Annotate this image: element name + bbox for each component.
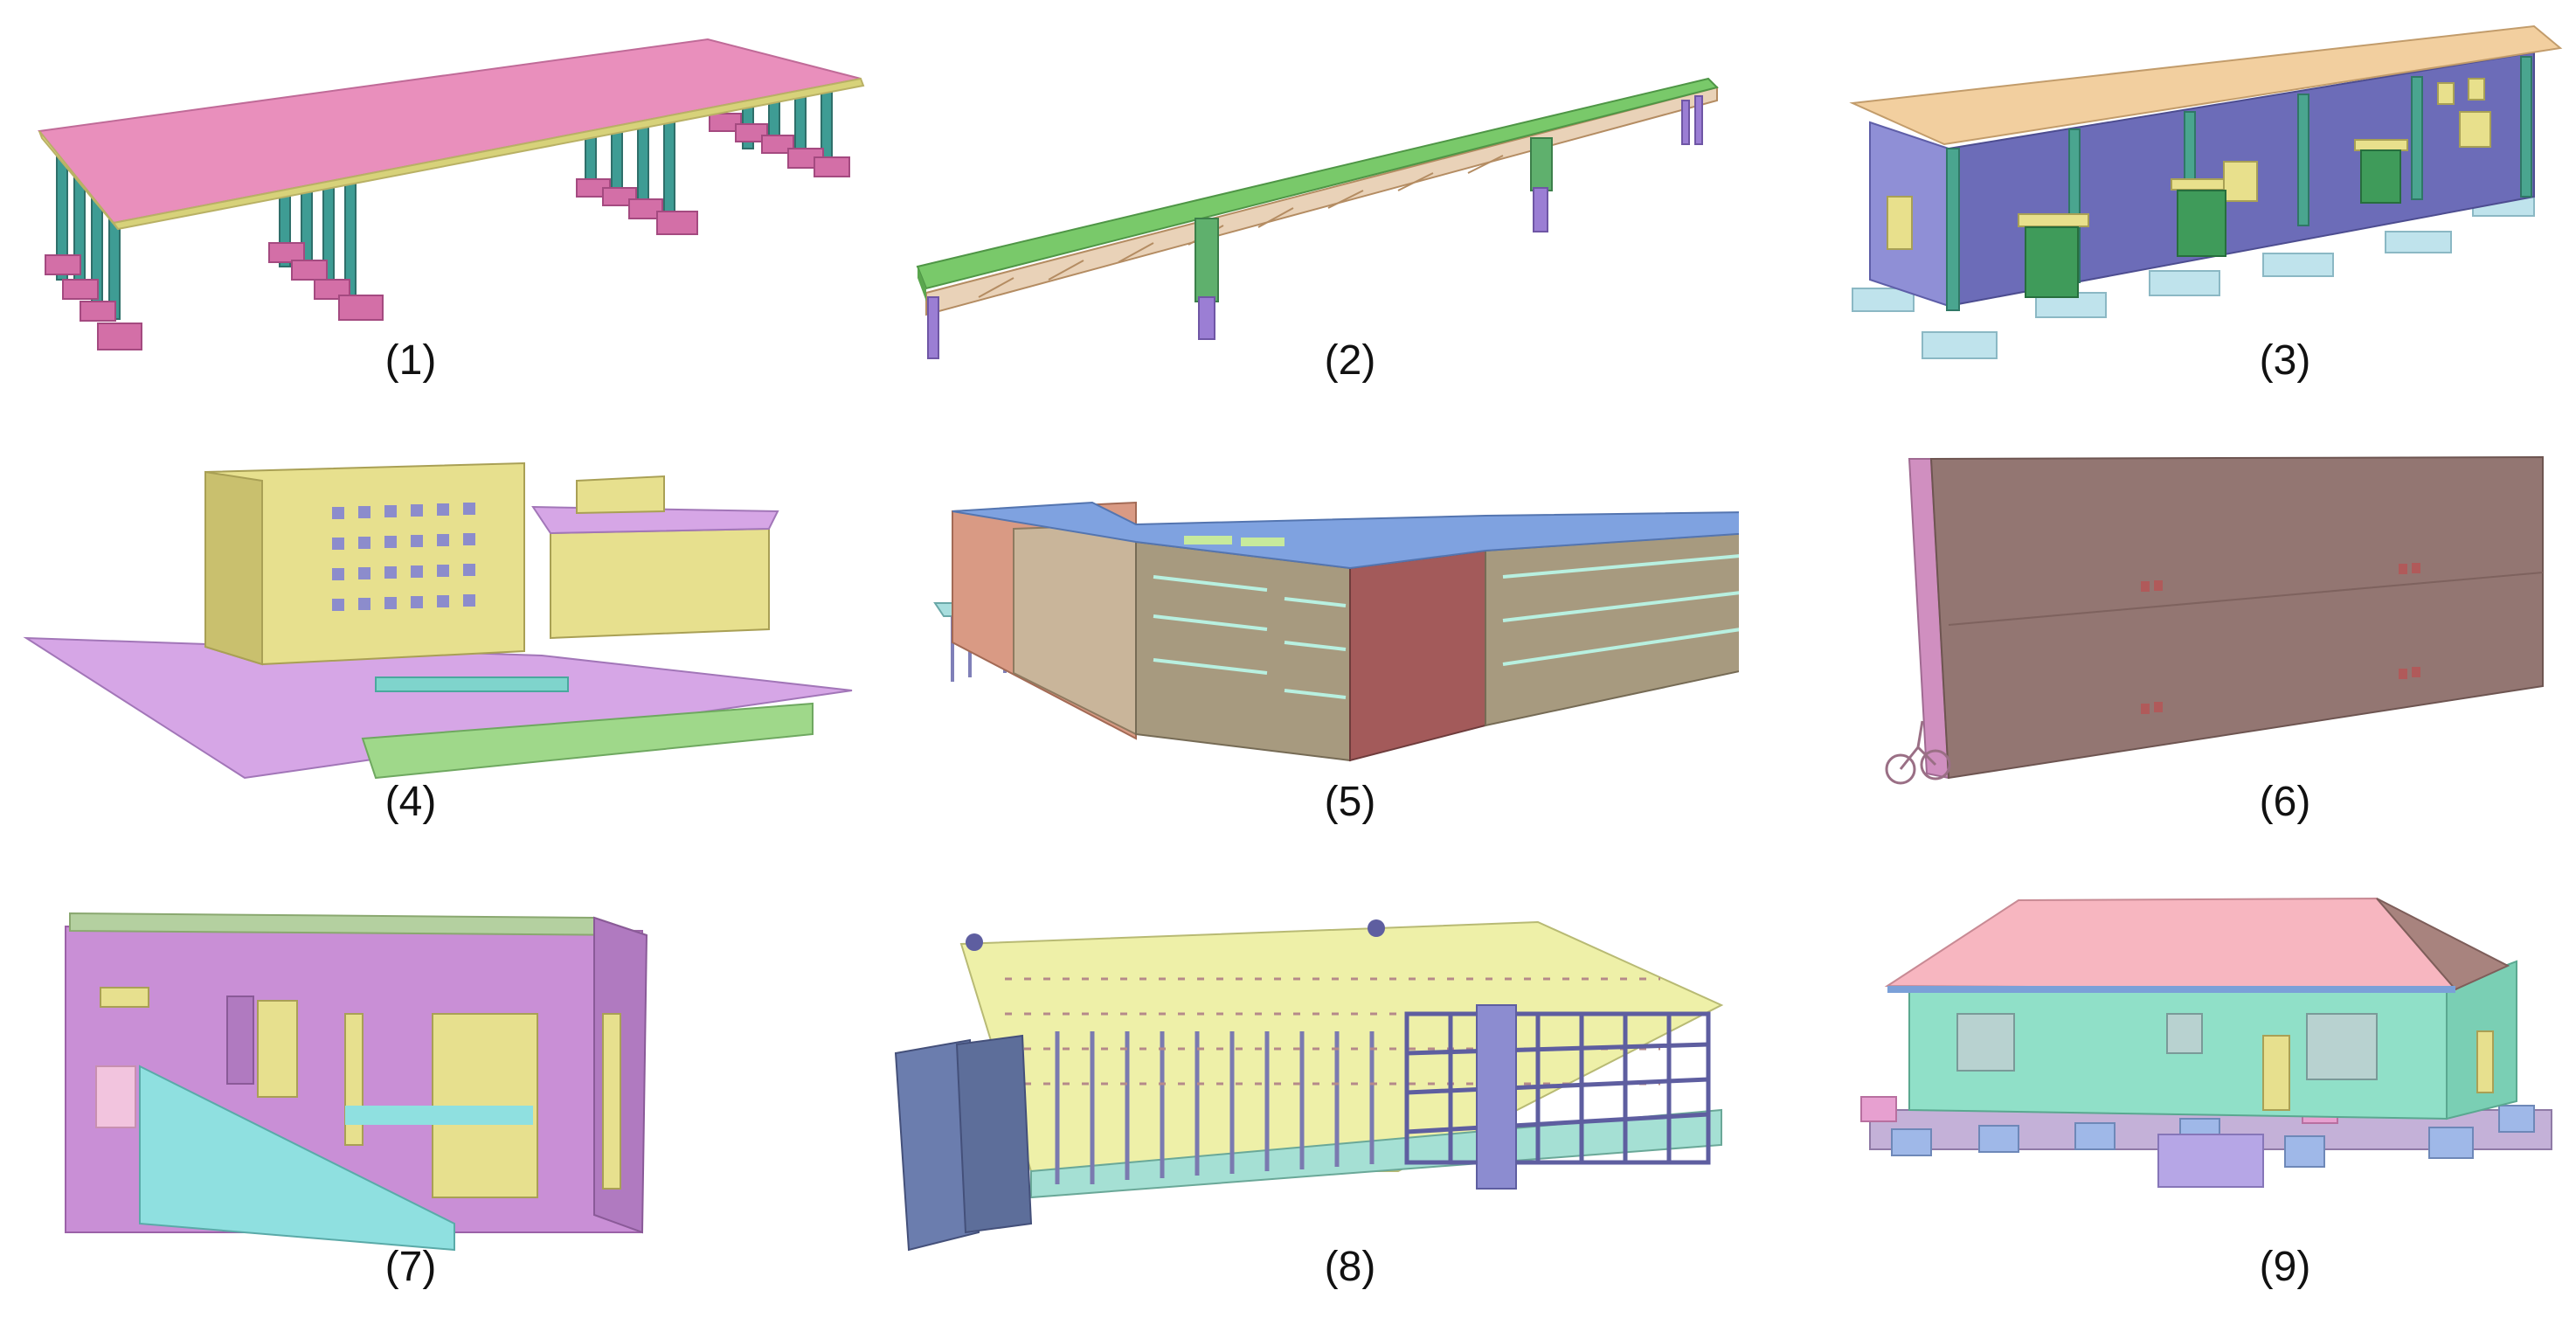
panel-label: (6) — [2259, 779, 2311, 825]
panel-8: (8) — [874, 883, 1739, 1325]
panel-label: (8) — [1324, 1244, 1376, 1290]
panel-7: (7) — [0, 883, 865, 1325]
panel-label: (2) — [1324, 337, 1376, 384]
multi-storey-complex-model — [23, 461, 853, 780]
bridge-model — [916, 77, 1719, 359]
panel-4: (4) — [0, 441, 865, 883]
large-frame-structure-model — [894, 919, 1724, 1252]
single-storey-building-model — [1849, 24, 2563, 359]
warehouse-model — [1885, 455, 2544, 785]
panel-9: (9) — [1748, 883, 2576, 1325]
canopy-structure-model — [38, 38, 865, 350]
panel-2: (2) — [874, 0, 1739, 441]
panel-label: (5) — [1324, 779, 1376, 825]
panel-3: (3) — [1748, 0, 2576, 441]
hip-roof-house-model — [1860, 897, 2552, 1188]
panel-5: (5) — [874, 441, 1739, 883]
panel-label: (3) — [2259, 337, 2311, 384]
small-building-model — [65, 912, 648, 1252]
l-shaped-building-model — [933, 501, 1739, 762]
panel-label: (9) — [2259, 1244, 2311, 1290]
panel-label: (1) — [384, 337, 437, 384]
panel-6: (6) — [1748, 441, 2576, 883]
panel-label: (7) — [384, 1244, 437, 1290]
panel-label: (4) — [384, 779, 437, 825]
panel-1: (1) — [0, 0, 865, 441]
